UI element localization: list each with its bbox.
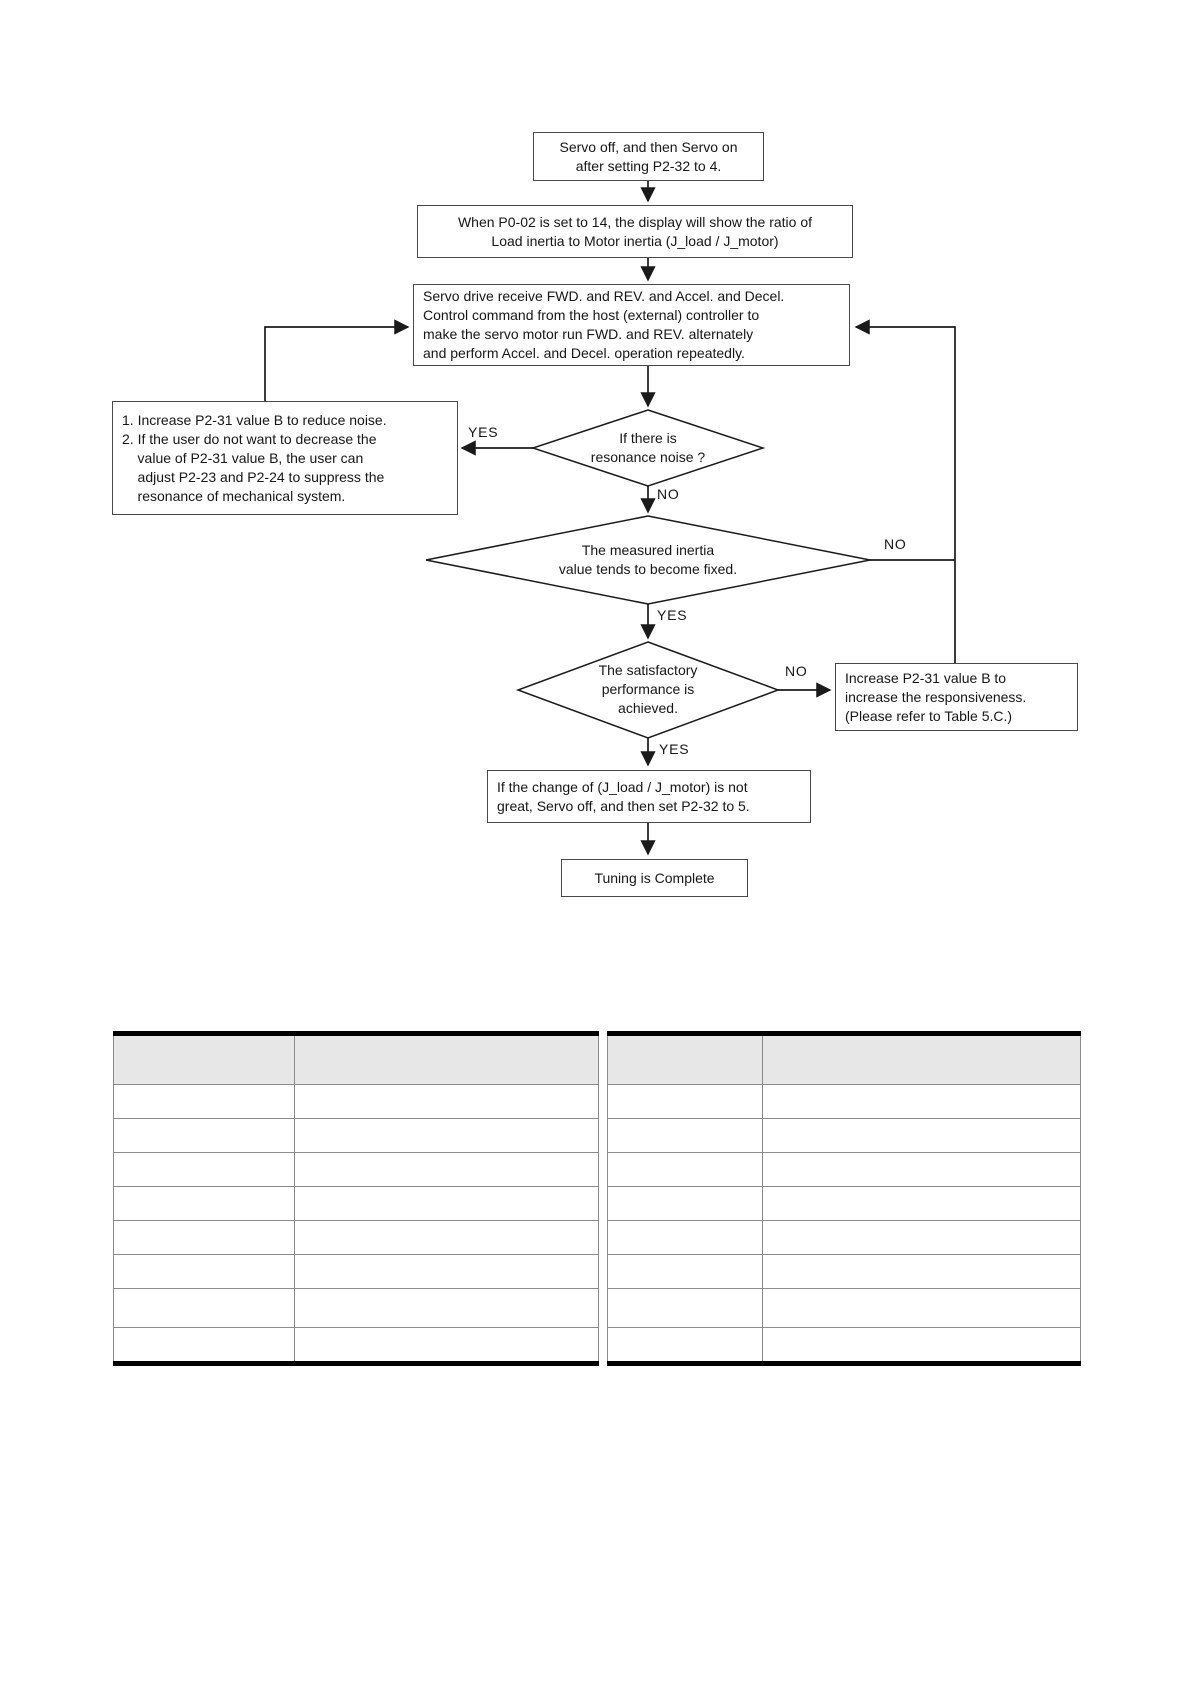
table-cell [294, 1254, 599, 1289]
decision-inertia-text: The measured inertia value tends to beco… [558, 542, 738, 577]
table-row [113, 1118, 599, 1153]
decision-inertia-shape [425, 515, 871, 605]
step-display-ratio-box: When P0-02 is set to 14, the display wil… [417, 205, 853, 258]
step-reduce-noise-box: 1. Increase P2-31 value B to reduce nois… [112, 401, 458, 515]
table-cell [762, 1186, 1081, 1221]
table-cell [113, 1220, 295, 1255]
table-header-row [113, 1033, 599, 1085]
table-cell [607, 1152, 763, 1187]
table-cell [113, 1084, 295, 1119]
decision-resonance-text: If there is resonance noise ? [590, 430, 706, 465]
table-right [607, 1031, 1081, 1366]
table-cell [607, 1220, 763, 1255]
table-header-cell [607, 1033, 763, 1085]
table-row [607, 1254, 1081, 1289]
table-row [607, 1084, 1081, 1119]
edge-label-performance-yes: YES [659, 741, 690, 757]
table-cell [294, 1327, 599, 1364]
edge-label-performance-no: NO [785, 663, 808, 679]
table-cell [294, 1152, 599, 1187]
table-cell [762, 1288, 1081, 1328]
step-set-p232-box: If the change of (J_load / J_motor) is n… [487, 770, 811, 823]
table-row [113, 1220, 599, 1255]
table-cell [113, 1186, 295, 1221]
step-tuning-complete-box: Tuning is Complete [561, 859, 748, 897]
table-row [113, 1288, 599, 1328]
step-reduce-noise-text: 1. Increase P2-31 value B to reduce nois… [122, 411, 387, 504]
table-row [607, 1327, 1081, 1364]
step-increase-responsiveness-box: Increase P2-31 value B to increase the r… [835, 663, 1078, 731]
table-left [113, 1031, 599, 1366]
table-cell [762, 1254, 1081, 1289]
table-row [607, 1288, 1081, 1328]
step-display-ratio-text: When P0-02 is set to 14, the display wil… [457, 213, 813, 249]
table-row [113, 1084, 599, 1119]
table-cell [762, 1220, 1081, 1255]
table-cell [607, 1288, 763, 1328]
table-cell [762, 1327, 1081, 1364]
table-header-row [607, 1033, 1081, 1085]
decision-performance-text: The satisfactory performance is achieved… [598, 662, 698, 716]
step-servo-off-box: Servo off, and then Servo on after setti… [533, 132, 764, 181]
table-cell [113, 1288, 295, 1328]
table-row [607, 1118, 1081, 1153]
table-cell [762, 1152, 1081, 1187]
step-increase-responsiveness-text: Increase P2-31 value B to increase the r… [845, 669, 1027, 724]
table-cell [113, 1152, 295, 1187]
table-cell [607, 1186, 763, 1221]
table-cell [762, 1084, 1081, 1119]
table-cell [294, 1084, 599, 1119]
flowchart-connectors [264, 180, 956, 856]
table-cell [607, 1254, 763, 1289]
table-header-cell [762, 1033, 1081, 1085]
step-set-p232-text: If the change of (J_load / J_motor) is n… [497, 778, 750, 814]
table-cell [294, 1118, 599, 1153]
step-servo-off-text: Servo off, and then Servo on after setti… [559, 138, 738, 174]
table-cell [607, 1118, 763, 1153]
table-cell [113, 1118, 295, 1153]
decision-resonance-shape [530, 409, 766, 487]
connector-reducenoise-to-servodrive [264, 319, 410, 401]
step-tuning-complete-text: Tuning is Complete [594, 869, 715, 886]
step-servo-drive-text: Servo drive receive FWD. and REV. and Ac… [423, 288, 785, 361]
table-cell [113, 1254, 295, 1289]
table-cell [294, 1220, 599, 1255]
edge-label-inertia-no: NO [884, 536, 907, 552]
table-row [113, 1186, 599, 1221]
table-cell [294, 1186, 599, 1221]
table-cell [113, 1327, 295, 1364]
table-row [113, 1254, 599, 1289]
table-row [113, 1327, 599, 1364]
table-cell [762, 1118, 1081, 1153]
table-cell [294, 1288, 599, 1328]
edge-label-resonance-yes: YES [468, 424, 499, 440]
table-header-cell [113, 1033, 295, 1085]
table-row [607, 1152, 1081, 1187]
edge-label-inertia-yes: YES [657, 607, 688, 623]
table-row [607, 1186, 1081, 1221]
step-servo-drive-box: Servo drive receive FWD. and REV. and Ac… [413, 284, 850, 366]
table-header-cell [294, 1033, 599, 1085]
table-row [607, 1220, 1081, 1255]
connector-right-return-to-servodrive [854, 319, 956, 663]
table-cell [607, 1084, 763, 1119]
table-cell [607, 1327, 763, 1364]
table-row [113, 1152, 599, 1187]
decision-performance-shape [515, 641, 781, 739]
edge-label-resonance-no: NO [657, 486, 680, 502]
